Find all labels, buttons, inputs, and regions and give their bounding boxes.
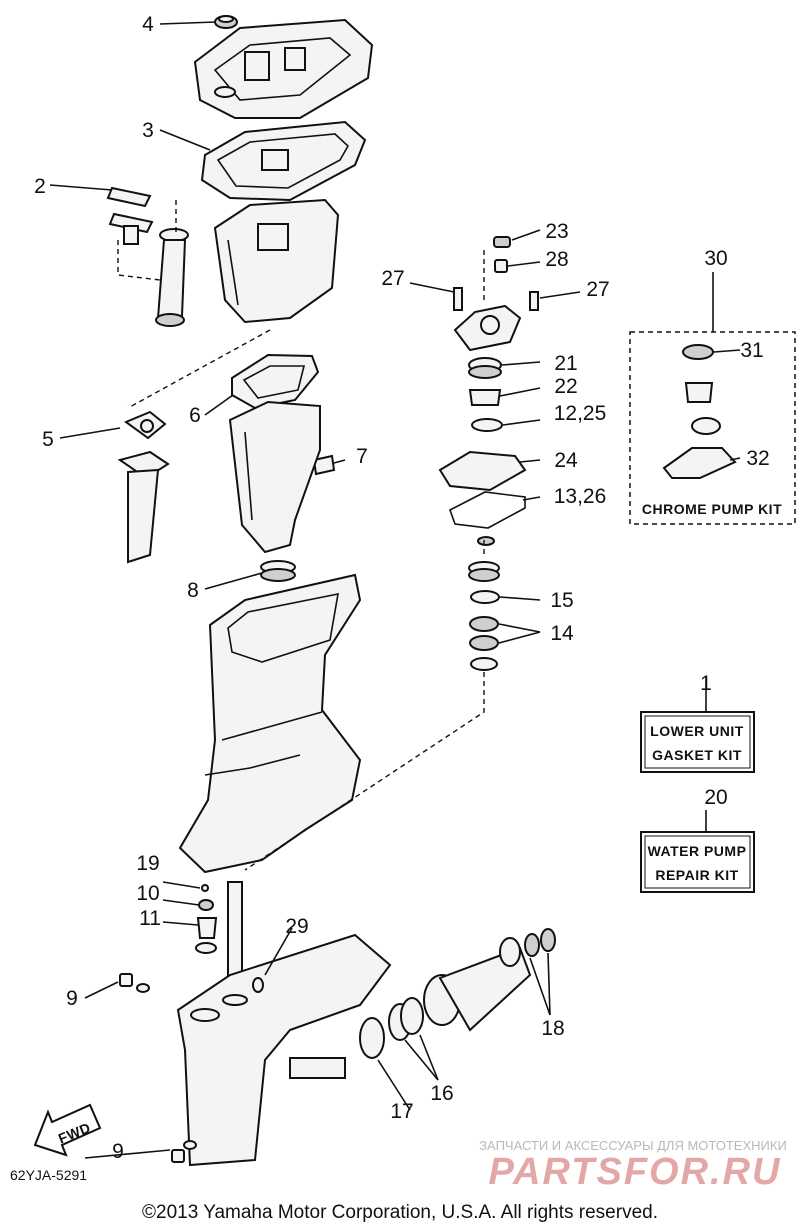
callout-21: 21 xyxy=(554,352,577,375)
callout-31: 31 xyxy=(740,339,763,362)
exhaust-pipe xyxy=(155,228,189,327)
callout-22: 22 xyxy=(554,375,577,398)
prop-shaft-housing xyxy=(359,928,556,1059)
chrome-pump-kit-label: CHROME PUMP KIT xyxy=(642,501,782,517)
fwd-arrow: FWD xyxy=(33,1103,102,1157)
water-pump-kit-line2: REPAIR KIT xyxy=(655,867,738,883)
callout-1: 1 xyxy=(700,672,712,695)
callout-18: 18 xyxy=(541,1017,564,1040)
chrome-pump-parts xyxy=(662,344,737,479)
callout-4: 4 xyxy=(142,13,154,36)
lower-unit-kit-line1: LOWER UNIT xyxy=(650,723,744,739)
watermark-brand: PARTSFOR.RU xyxy=(489,1151,782,1193)
water-pump-repair-kit-box: WATER PUMP REPAIR KIT xyxy=(640,831,755,893)
driveshaft-housing xyxy=(178,573,362,874)
callout-12-25: 12,25 xyxy=(554,402,607,425)
callout-27-right: 27 xyxy=(586,278,609,301)
callout-23: 23 xyxy=(545,220,568,243)
part-6-gasket xyxy=(231,353,320,410)
callout-7: 7 xyxy=(356,445,368,468)
upper-housing xyxy=(228,400,321,554)
watermark-tagline: ЗАПЧАСТИ И АКСЕССУАРЫ ДЛЯ МОТОТЕХНИКИ xyxy=(479,1138,787,1153)
lower-unit-gasket-kit-box: LOWER UNIT GASKET KIT xyxy=(640,711,755,773)
callout-24: 24 xyxy=(554,449,578,472)
callout-30: 30 xyxy=(704,247,727,270)
oil-pan xyxy=(213,198,340,324)
part-3-gasket xyxy=(200,120,367,202)
callout-32: 32 xyxy=(746,447,769,470)
callout-27-left: 27 xyxy=(381,267,404,290)
callout-5: 5 xyxy=(42,428,54,451)
diagram-code: 62YJA-5291 xyxy=(10,1167,87,1183)
small-fasteners xyxy=(119,884,264,1163)
lower-unit-kit-line2: GASKET KIT xyxy=(652,747,742,763)
callout-16: 16 xyxy=(430,1082,453,1105)
callout-20: 20 xyxy=(704,786,727,809)
callout-11: 11 xyxy=(139,907,161,930)
upper-plate xyxy=(193,18,374,119)
callout-14: 14 xyxy=(550,622,574,645)
callout-13-26: 13,26 xyxy=(554,485,607,508)
callout-28: 28 xyxy=(545,248,568,271)
callout-2: 2 xyxy=(34,175,46,198)
part-7-damper xyxy=(312,454,336,476)
part-2-plates xyxy=(106,186,154,245)
callout-9-upper: 9 xyxy=(66,987,78,1010)
part-8-ring xyxy=(260,560,296,582)
callout-29: 29 xyxy=(285,915,308,938)
callout-17: 17 xyxy=(390,1100,413,1123)
leader-lines xyxy=(49,21,741,1159)
callout-9-lower: 9 xyxy=(112,1140,124,1163)
gear-case xyxy=(176,881,392,1167)
copyright-notice: ©2013 Yamaha Motor Corporation, U.S.A. A… xyxy=(142,1202,658,1223)
callout-10: 10 xyxy=(136,882,159,905)
water-pump-kit-line1: WATER PUMP xyxy=(648,843,747,859)
part-4-seal xyxy=(214,15,238,29)
callout-8: 8 xyxy=(187,579,199,602)
water-pump-parts xyxy=(438,236,539,671)
callout-3: 3 xyxy=(142,119,154,142)
part-5-guide xyxy=(117,410,170,564)
callout-6: 6 xyxy=(189,404,201,427)
callout-19: 19 xyxy=(136,852,159,875)
chrome-pump-kit-box xyxy=(629,331,796,525)
callout-15: 15 xyxy=(550,589,573,612)
